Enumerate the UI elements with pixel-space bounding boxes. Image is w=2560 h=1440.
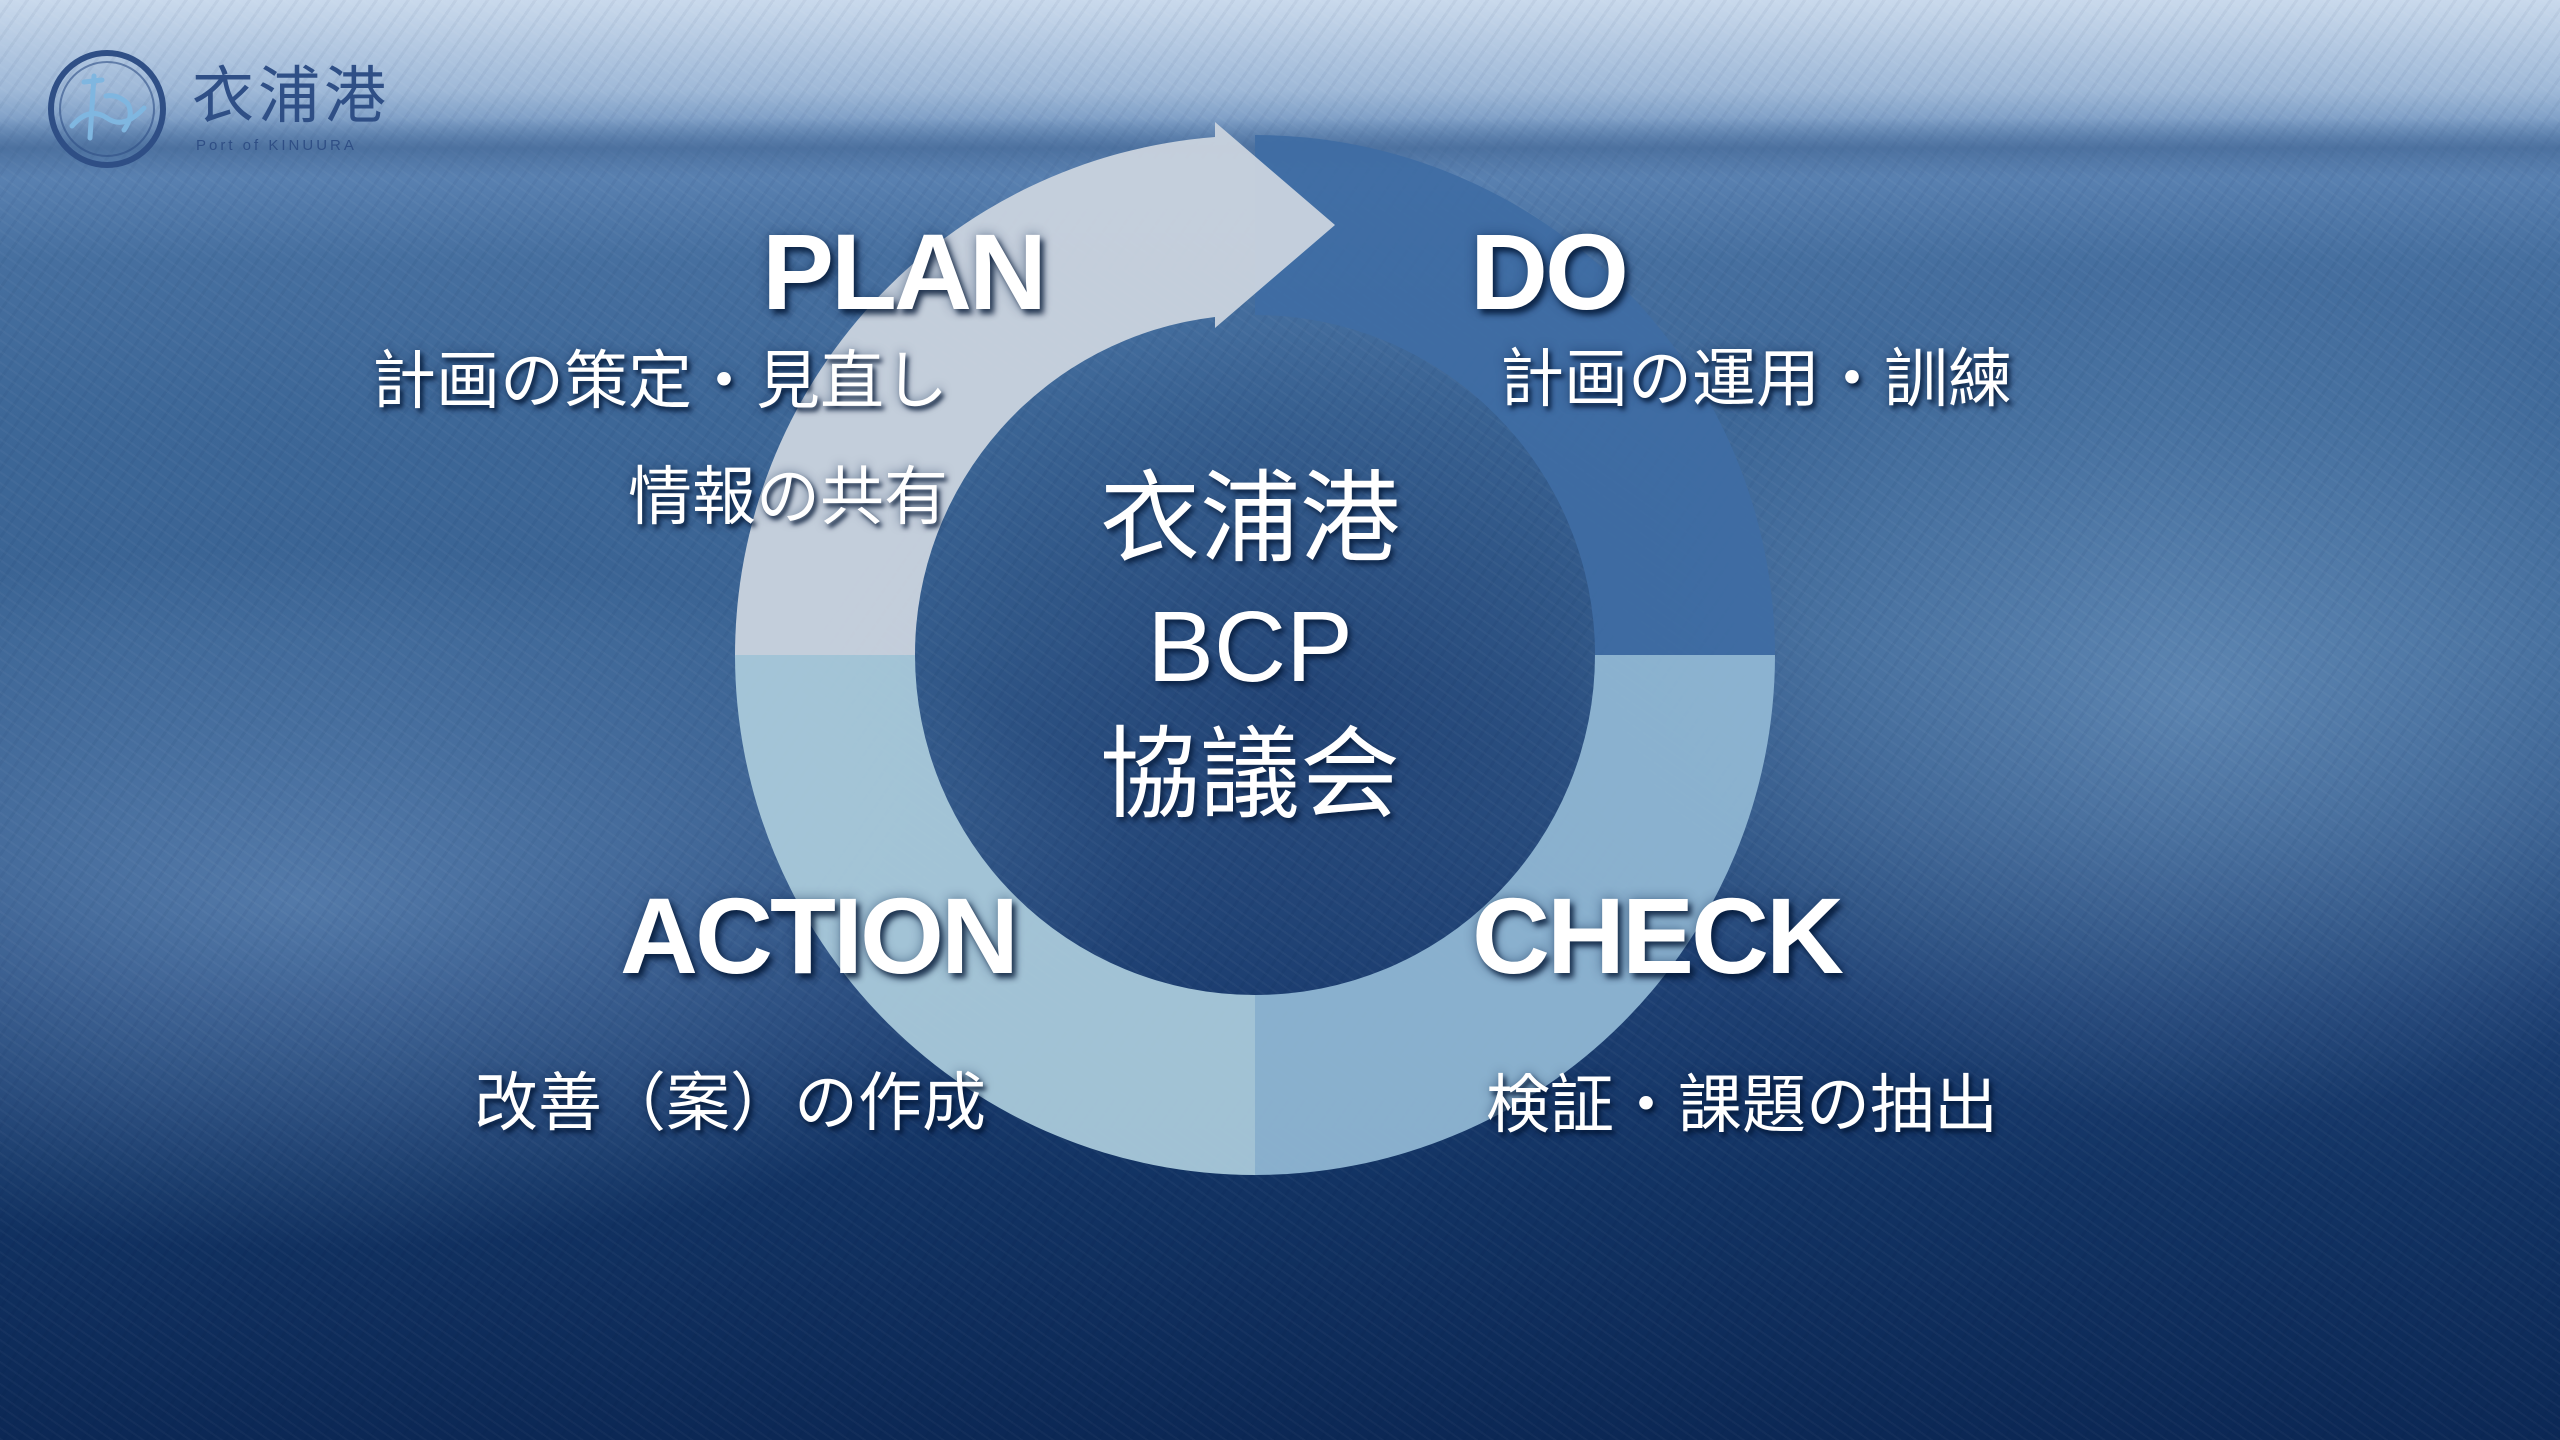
center-title-line2: BCP [1147,591,1353,703]
check-label: CHECK [1472,875,1844,996]
check-description: 検証・課題の抽出 [1486,1069,1998,1143]
center-title: 衣浦港 BCP 協議会 [1050,455,1450,839]
check-segment [1255,655,1775,1175]
action-description: 改善（案）の作成 [474,1067,986,1141]
logo-name: 衣浦港 [192,58,391,132]
do-description: 計画の運用・訓練 [1500,343,2012,417]
plan-segment-arrow [735,122,1335,655]
do-segment [1255,135,1775,655]
plan-description-2: 情報の共有 [628,461,948,535]
center-title-line1: 衣浦港 [1100,460,1400,577]
do-label: DO [1470,211,1629,332]
center-title-line3: 協議会 [1100,716,1400,833]
plan-description-1: 計画の策定・見直し [372,345,948,419]
plan-label: PLAN [762,211,1047,332]
action-segment [735,655,1255,1175]
logo-subtitle: Port of KINUURA [196,136,357,154]
action-label: ACTION [620,875,1019,996]
port-emblem-icon [48,50,166,168]
kinuura-port-logo: 衣浦港 Port of KINUURA [44,46,390,172]
